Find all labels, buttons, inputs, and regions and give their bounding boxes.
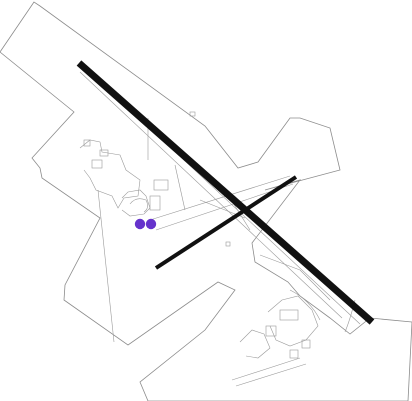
taxiway-network: [79, 66, 361, 333]
runway-cross: [154, 175, 298, 270]
building: [225, 241, 231, 247]
location-marker: [134, 218, 146, 230]
runway-main: [76, 60, 375, 325]
building: [189, 111, 196, 117]
location-marker: [145, 218, 157, 230]
southeast-apron: [231, 295, 319, 387]
terminal-area: [79, 139, 169, 217]
service-road: [97, 189, 115, 343]
